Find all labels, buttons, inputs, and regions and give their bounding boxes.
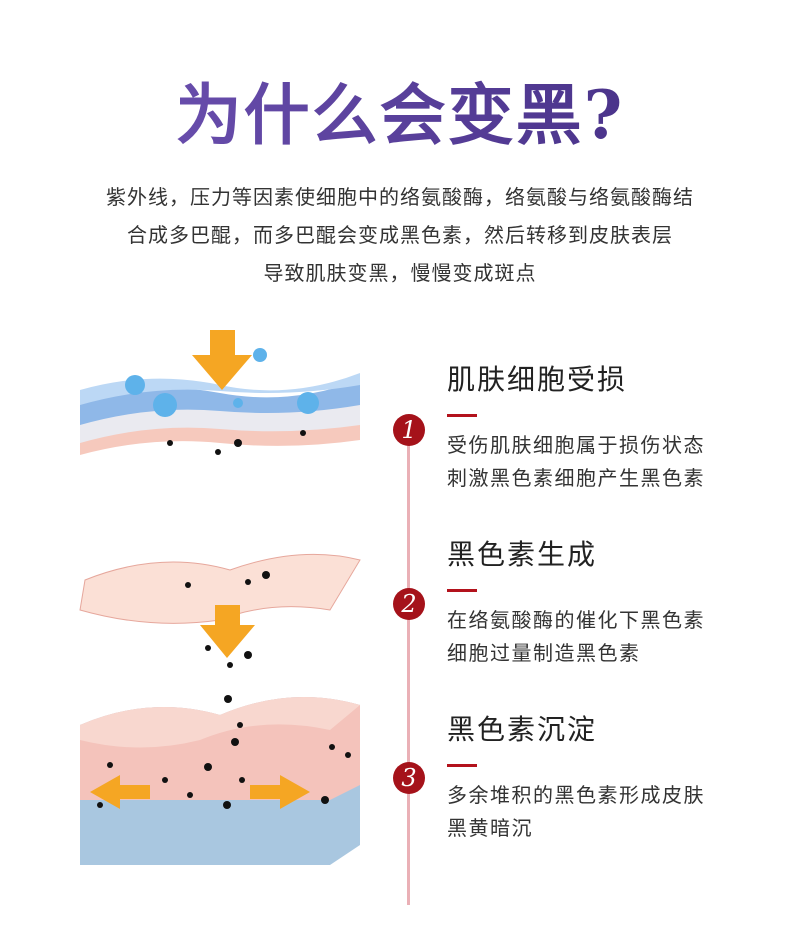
melanin-deposit-illustration [80,695,360,865]
step-text: 受伤肌肤细胞属于损伤状态 [447,433,705,457]
intro-line: 导致肌肤变黑，慢慢变成斑点 [263,261,537,285]
step-heading: 肌肤细胞受损 [447,363,628,396]
step-number-badge: 2 [393,588,425,620]
step-text: 细胞过量制造黑色素 [447,641,641,665]
intro-line: 紫外线，压力等因素使细胞中的络氨酸酶，络氨酸与络氨酸酶结 [106,185,694,209]
step-text: 在络氨酸酶的催化下黑色素 [447,608,705,632]
step-text: 黑黄暗沉 [447,816,533,840]
step-3: 黑色素沉淀 多余堆积的黑色素形成皮肤 黑黄暗沉 [447,710,777,845]
intro-text: 紫外线，压力等因素使细胞中的络氨酸酶，络氨酸与络氨酸酶结 合成多巴醌，而多巴醌会… [0,178,800,292]
heading-divider [447,414,477,417]
arrow-right-icon [250,775,310,809]
step-1: 肌肤细胞受损 受伤肌肤细胞属于损伤状态 刺激黑色素细胞产生黑色素 [447,360,777,495]
step-text: 刺激黑色素细胞产生黑色素 [447,466,705,490]
heading-divider [447,589,477,592]
step-number-badge: 1 [393,414,425,446]
page-title: 为什么会变黑? [0,62,800,158]
heading-divider [447,764,477,767]
step-number-badge: 3 [393,762,425,794]
step-text: 多余堆积的黑色素形成皮肤 [447,783,705,807]
arrow-left-icon [90,775,150,809]
step-2: 黑色素生成 在络氨酸酶的催化下黑色素 细胞过量制造黑色素 [447,535,777,670]
arrow-down-icon [200,605,255,658]
step-heading: 黑色素生成 [447,538,598,571]
intro-line: 合成多巴醌，而多巴醌会变成黑色素，然后转移到皮肤表层 [127,223,673,247]
melanin-generation-illustration [79,553,361,668]
arrow-down-icon [192,330,252,390]
skin-damage-illustration [80,330,360,455]
timeline-line [407,415,410,905]
step-heading: 黑色素沉淀 [447,713,598,746]
